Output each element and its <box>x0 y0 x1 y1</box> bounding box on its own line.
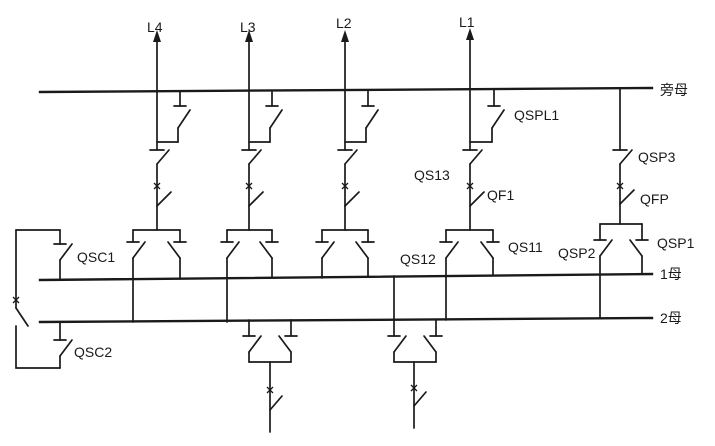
device-label-qsp3: QSP3 <box>638 149 676 165</box>
device-label-qsp1: QSP1 <box>657 235 695 251</box>
bypass-breaker-bay <box>593 88 649 319</box>
feeder-bay-l2: L2 <box>315 15 379 277</box>
feeder-bay-l3: L3 <box>220 19 283 323</box>
bypass-bus-label: 旁母 <box>660 82 688 98</box>
feeder-label-l1: L1 <box>459 14 475 30</box>
device-label-qs11: QS11 <box>508 239 543 255</box>
device-label-qs13: QS13 <box>414 167 450 183</box>
bus-1-label: 1母 <box>660 266 682 282</box>
feeder-label-l2: L2 <box>336 15 352 31</box>
feeder-label-l3: L3 <box>240 19 256 35</box>
device-label-qf1: QF1 <box>487 187 514 203</box>
bypass-bus <box>38 86 654 94</box>
feeder-bay-l1: L1 <box>439 14 505 321</box>
device-label-qspl1: QSPL1 <box>514 107 559 123</box>
device-label-qs12: QS12 <box>400 251 436 267</box>
bus-2-label: 2母 <box>660 310 682 326</box>
device-label-qsp2: QSP2 <box>558 245 596 261</box>
device-label-qsc1: QSC1 <box>77 249 115 265</box>
bus-coupler-bay <box>12 229 73 369</box>
bus-1 <box>38 272 654 282</box>
feeder-bay-l4: L4 <box>126 19 191 323</box>
device-label-qsc2: QSC2 <box>74 344 112 360</box>
bus2-bay-right <box>387 319 443 429</box>
bus-2 <box>38 316 654 324</box>
device-label-qfp: QFP <box>640 191 669 207</box>
bus2-bay-left <box>242 319 298 433</box>
feeder-label-l4: L4 <box>147 19 163 35</box>
